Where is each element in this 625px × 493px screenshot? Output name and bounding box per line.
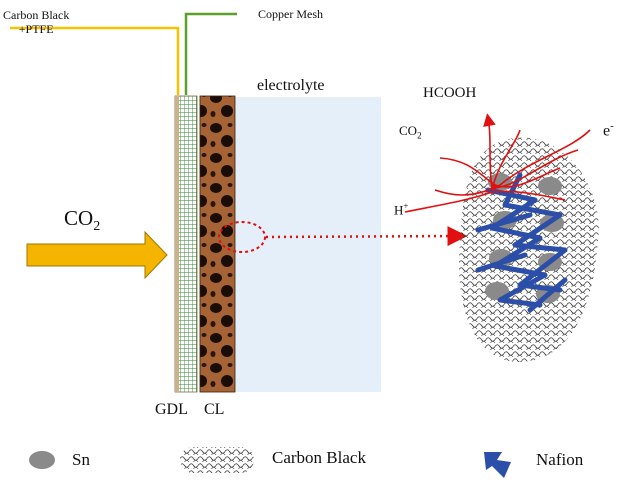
copper-mesh-label: Copper Mesh — [258, 7, 323, 21]
co2-inlet-label: CO2 — [64, 208, 100, 234]
gdl-label: GDL — [155, 401, 188, 418]
carbon-black-ptfe-line2: +PTFE — [18, 22, 54, 36]
legend-sn-label: Sn — [72, 450, 90, 469]
ptfe-wire — [10, 26, 180, 95]
reaction-paths — [404, 113, 591, 213]
carbon-black-particle — [459, 137, 599, 362]
electrolyte-region — [235, 97, 381, 392]
legend-carbon-black-label: Carbon Black — [272, 448, 366, 467]
nafion-lightning-icon — [484, 452, 511, 478]
copper-mesh-wire — [184, 12, 237, 95]
hcooh-product-arrow — [483, 113, 496, 189]
zoom-arrow — [265, 226, 468, 247]
gdl-backing — [175, 96, 179, 392]
proton-path — [404, 190, 566, 213]
hcooh-label: HCOOH — [423, 85, 477, 101]
proton-label: H+ — [394, 201, 409, 218]
proton-superscript: + — [403, 201, 409, 211]
electron-path — [434, 129, 591, 196]
electron-superscript: - — [610, 120, 614, 132]
catalyst-layer — [199, 95, 236, 393]
electrolyte-label: electrolyte — [257, 77, 325, 94]
co2-inlet-text: CO — [64, 206, 94, 230]
co2-reactant-label: CO2 — [399, 124, 422, 141]
sn-particle — [538, 177, 562, 195]
co2-reactant-text: CO — [399, 123, 418, 138]
proton-text: H — [394, 202, 404, 218]
cl-label: CL — [204, 401, 225, 418]
co2-inlet-subscript: 2 — [93, 219, 101, 235]
co2-reactant-subscript: 2 — [417, 130, 422, 141]
electron-label: e- — [603, 121, 614, 139]
sn-particle-icon — [29, 451, 55, 469]
co2-inlet-arrow — [26, 230, 168, 280]
zoom-circle — [218, 221, 266, 253]
legend-nafion-label: Nafion — [536, 450, 584, 469]
electron-text: e — [603, 122, 611, 140]
nafion-network — [475, 172, 568, 313]
carbon-black-mesh-icon — [180, 447, 254, 473]
carbon-black-ptfe-label: Carbon Black +PTFE — [3, 8, 69, 36]
carbon-black-ptfe-line1: Carbon Black — [3, 8, 70, 22]
reaction-site — [491, 184, 497, 190]
